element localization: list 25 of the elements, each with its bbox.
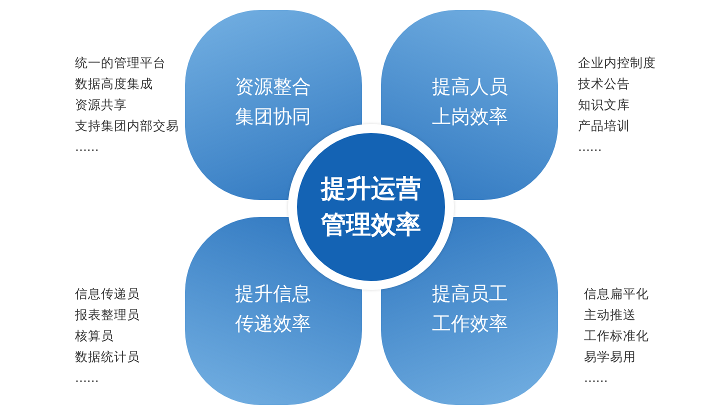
list-item-text: 信息传递员 [75,285,140,303]
list-item-text: 技术公告 [578,75,630,93]
list-item-text: 核算员 [75,327,114,345]
petal-label: 提高人员上岗效率 [431,75,509,130]
center-title: 提升运营管理效率 [320,173,422,241]
list-item-text: 主动推送 [584,306,636,324]
list-item-text: ...... [578,138,602,156]
list-item-text: 支持集团内部交易 [75,117,179,135]
list-item-text: 企业内控制度 [578,54,656,72]
list-item-text: ...... [584,369,608,387]
list-item-text: 数据高度集成 [75,75,153,93]
list-item-text: 信息扁平化 [584,285,649,303]
list-item-text: 数据统计员 [75,348,140,366]
list-item-text: 统一的管理平台 [75,54,166,72]
list-item-text: 产品培训 [578,117,630,135]
petal-label: 资源整合集团协同 [234,75,312,130]
list-item-text: ...... [75,369,99,387]
list-item-text: 报表整理员 [75,306,140,324]
list-item-text: 工作标准化 [584,327,649,345]
list-item-text: ...... [75,138,99,156]
petal-label: 提高员工工作效率 [431,282,509,337]
list-item-text: 知识文库 [578,96,630,114]
list-item-text: 易学易用 [584,348,636,366]
list-item-text: 资源共享 [75,96,127,114]
petal-label: 提升信息传递效率 [234,282,312,337]
